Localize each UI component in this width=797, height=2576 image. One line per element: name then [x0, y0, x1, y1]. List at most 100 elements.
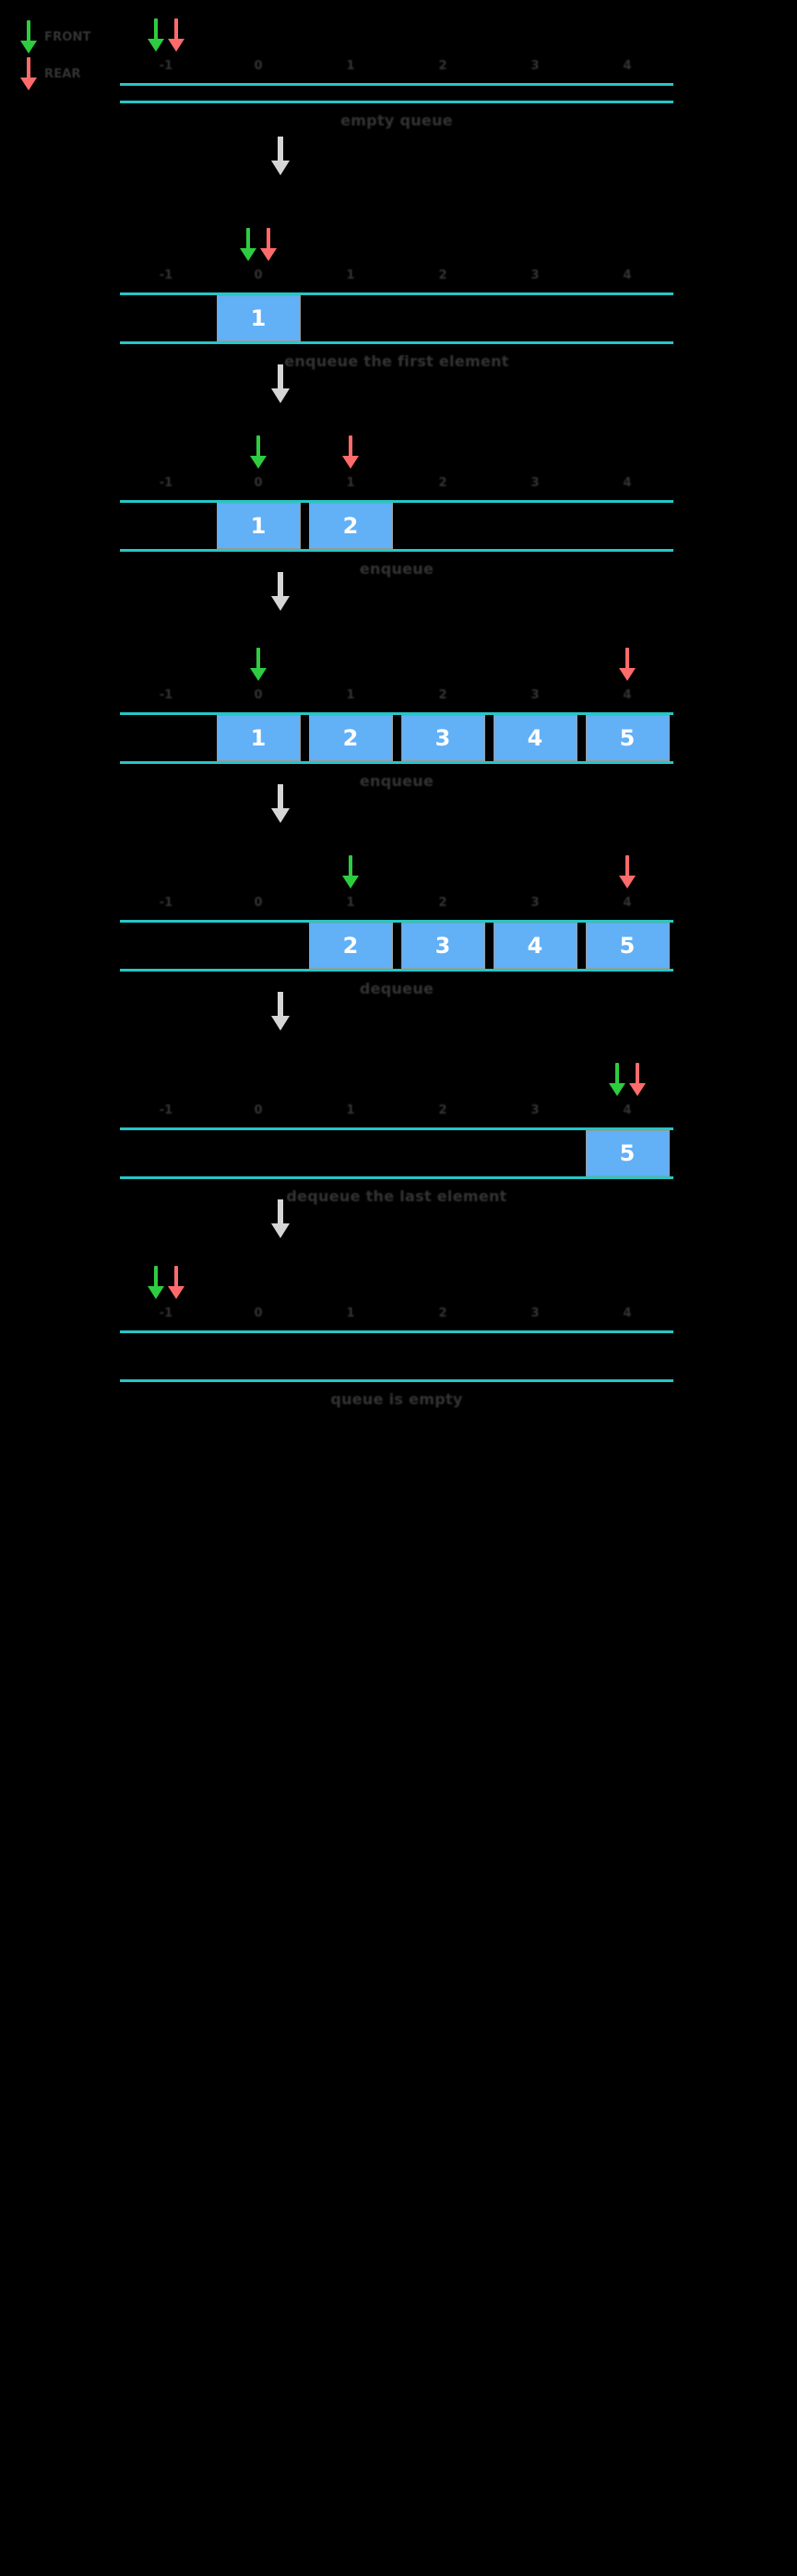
rear-pointer	[625, 1061, 649, 1102]
index-label: 3	[530, 59, 540, 73]
array-cell[interactable]: 1	[216, 503, 301, 549]
index-label: 1	[346, 1103, 355, 1117]
pointer-row	[120, 434, 673, 476]
index-label: 4	[623, 896, 632, 910]
step-caption: dequeue the last element	[286, 1187, 507, 1205]
index-label: 0	[254, 1103, 263, 1117]
array-cell[interactable]: 3	[400, 923, 485, 969]
front-pointer	[339, 853, 363, 894]
index-label: 2	[438, 59, 447, 73]
pointer-row	[120, 646, 673, 688]
array-cell[interactable]: 5	[585, 1130, 670, 1176]
front-pointer	[246, 434, 270, 474]
front-pointer	[236, 226, 260, 267]
array-cell[interactable]: 5	[585, 923, 670, 969]
rear-pointer-arrow-icon	[615, 646, 639, 683]
front-pointer-arrow-icon	[246, 646, 270, 683]
rear-pointer-arrow-icon	[164, 17, 188, 54]
array-cell[interactable]: 1	[216, 715, 301, 761]
array-track	[120, 1330, 673, 1382]
index-row: -1 0 1 2 3 4	[120, 1103, 673, 1127]
index-label: 4	[623, 1306, 632, 1320]
index-label: 4	[623, 688, 632, 702]
index-label: -1	[159, 896, 173, 910]
red-down-arrow-icon	[17, 55, 41, 92]
index-label: 1	[346, 268, 355, 282]
array-track	[120, 83, 673, 103]
rear-pointer-arrow-icon	[339, 434, 363, 471]
index-label: 0	[254, 688, 263, 702]
array-cell[interactable]: 1	[216, 295, 301, 341]
pointer-row	[120, 226, 673, 268]
step-caption: enqueue	[359, 772, 434, 790]
index-label: 0	[254, 1306, 263, 1320]
legend-label-front: FRONT	[44, 30, 91, 44]
rear-pointer	[256, 226, 280, 267]
rear-pointer	[615, 853, 639, 894]
index-label: 2	[438, 1306, 447, 1320]
rear-pointer-arrow-icon	[256, 226, 280, 263]
index-label: 3	[530, 268, 540, 282]
front-pointer-arrow-icon	[246, 434, 270, 471]
index-label: 0	[254, 476, 263, 490]
index-label: 0	[254, 59, 263, 73]
pointer-row	[120, 1061, 673, 1103]
rear-pointer	[615, 646, 639, 686]
rear-pointer	[164, 1264, 188, 1305]
index-label: 2	[438, 896, 447, 910]
transition-down-arrow-icon	[0, 992, 797, 1034]
array-cell[interactable]: 4	[493, 923, 577, 969]
pointer-row	[120, 17, 673, 59]
index-label: 3	[530, 1103, 540, 1117]
index-label: 1	[346, 59, 355, 73]
index-label: 3	[530, 1306, 540, 1320]
index-label: 0	[254, 268, 263, 282]
index-label: -1	[159, 268, 173, 282]
array-cell[interactable]: 5	[585, 715, 670, 761]
array-track: 5	[120, 1127, 673, 1179]
index-label: 4	[623, 1103, 632, 1117]
legend-item-front: FRONT	[17, 18, 127, 55]
green-down-arrow-icon	[17, 18, 41, 55]
index-label: -1	[159, 1103, 173, 1117]
front-pointer	[144, 17, 168, 57]
index-label: 0	[254, 896, 263, 910]
front-pointer	[605, 1061, 629, 1102]
array-cell[interactable]: 2	[308, 923, 393, 969]
front-pointer-arrow-icon	[605, 1061, 629, 1098]
front-pointer	[144, 1264, 168, 1305]
array-cell[interactable]: 2	[308, 503, 393, 549]
index-label: 2	[438, 1103, 447, 1117]
index-label: 1	[346, 476, 355, 490]
index-label: 2	[438, 688, 447, 702]
legend: FRONT REAR	[17, 18, 127, 92]
array-cell[interactable]: 2	[308, 715, 393, 761]
pointer-row	[120, 1264, 673, 1306]
front-pointer-arrow-icon	[144, 1264, 168, 1301]
front-pointer	[246, 646, 270, 686]
array-cell[interactable]: 3	[400, 715, 485, 761]
rear-pointer	[164, 17, 188, 57]
index-label: 1	[346, 688, 355, 702]
step-caption: queue is empty	[330, 1390, 463, 1408]
index-label: -1	[159, 688, 173, 702]
legend-item-rear: REAR	[17, 55, 127, 92]
front-pointer-arrow-icon	[236, 226, 260, 263]
index-label: -1	[159, 59, 173, 73]
transition-down-arrow-icon	[0, 572, 797, 614]
index-label: 1	[346, 896, 355, 910]
array-cell[interactable]: 4	[493, 715, 577, 761]
front-pointer-arrow-icon	[339, 853, 363, 890]
index-label: 4	[623, 476, 632, 490]
